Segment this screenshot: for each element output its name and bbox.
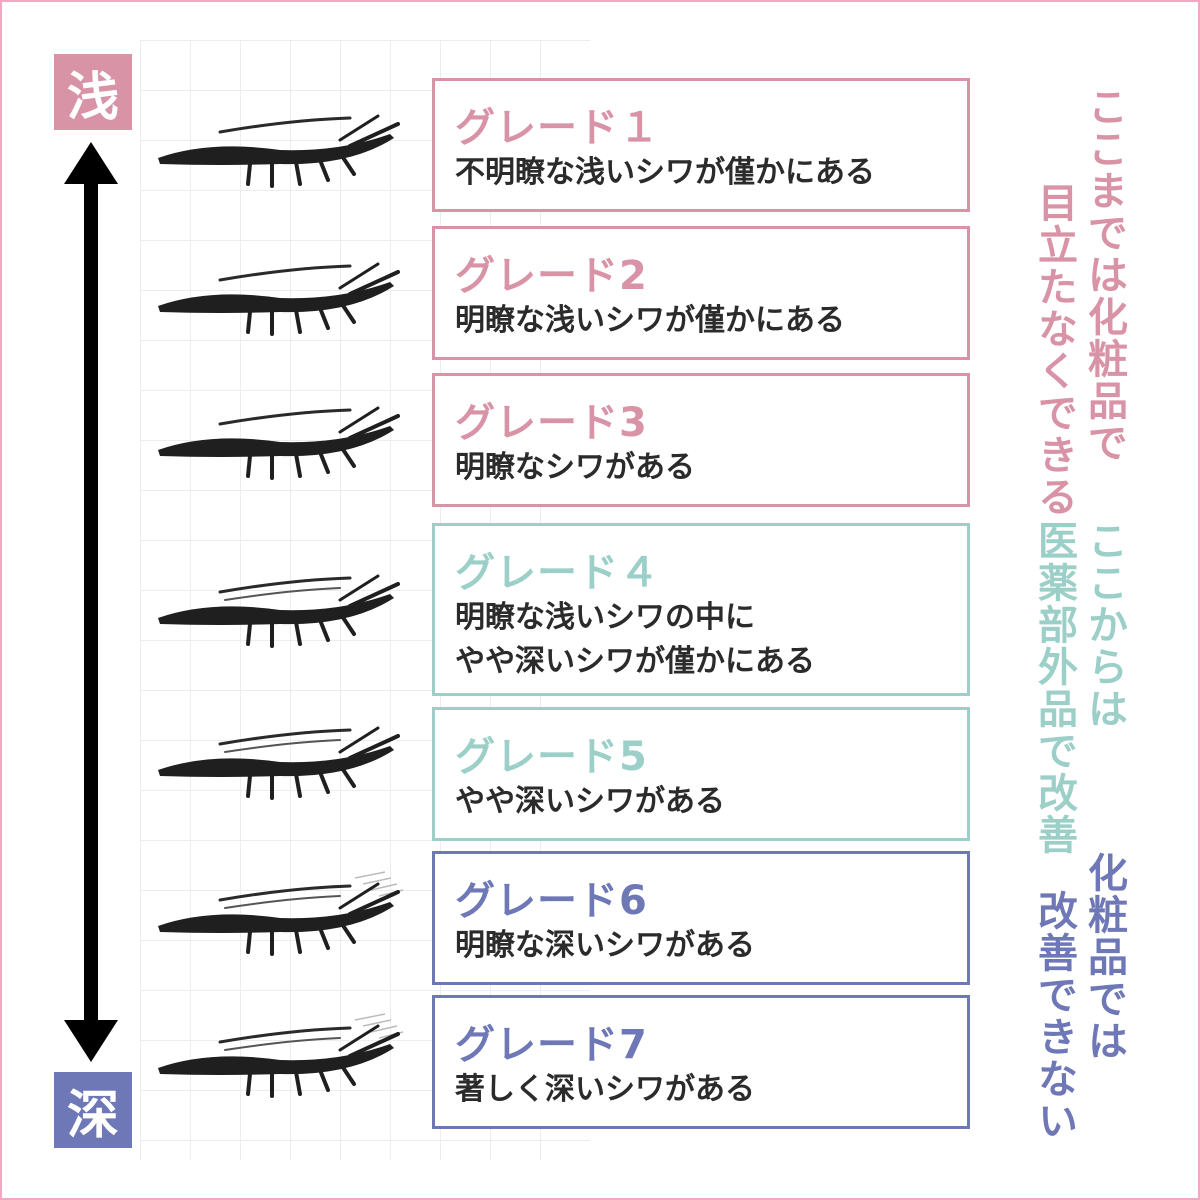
grade-card-6: グレード6 明瞭な深いシワがある [432, 851, 970, 985]
grade-description: 明瞭な浅いシワが僅かにある [455, 303, 845, 338]
note-notcosmetic-line2: 改善できない [1031, 890, 1077, 1142]
grade-title: グレード４ [455, 550, 660, 596]
note-quasidrug-line2: 医薬部外品で改善 [1031, 520, 1077, 856]
closed-eye-icon [158, 262, 400, 336]
closed-eye-icon [158, 1013, 404, 1098]
closed-eye-icon [158, 406, 400, 480]
grade-description: 明瞭な浅いシワの中に やや深いシワが僅かにある [455, 600, 815, 679]
closed-eye-icon [158, 114, 400, 188]
shallow-label: 浅 [54, 54, 132, 130]
grade-title: グレード2 [455, 253, 648, 299]
grade-title: グレード7 [455, 1022, 648, 1068]
grade-title: グレード１ [455, 105, 660, 151]
grade-description: やや深いシワがある [455, 784, 725, 819]
closed-eye-icon [158, 871, 404, 956]
grade-description: 明瞭なシワがある [455, 450, 695, 485]
note-cosmetic-line1: ここまでは化粧品で [1081, 86, 1127, 464]
grade-card-7: グレード7 著しく深いシワがある [432, 995, 970, 1129]
closed-eye-icon [158, 726, 400, 800]
grade-description: 不明瞭な浅いシワが僅かにある [455, 155, 875, 190]
closed-eye-icon [158, 574, 400, 648]
grade-description: 著しく深いシワがある [455, 1072, 755, 1107]
note-notcosmetic-line1: 化粧品では [1081, 852, 1127, 1062]
note-cosmetic-line2: 目立たなくできる [1031, 182, 1077, 518]
grade-card-3: グレード3 明瞭なシワがある [432, 373, 970, 507]
grade-card-5: グレード5 やや深いシワがある [432, 707, 970, 841]
grade-title: グレード3 [455, 400, 648, 446]
note-quasidrug-line1: ここからは [1081, 520, 1127, 730]
grade-title: グレード6 [455, 878, 648, 924]
deep-label: 深 [54, 1072, 132, 1148]
grade-title: グレード5 [455, 734, 648, 780]
grade-card-1: グレード１ 不明瞭な浅いシワが僅かにある [432, 78, 970, 212]
depth-double-arrow-icon [64, 142, 118, 1062]
grade-description: 明瞭な深いシワがある [455, 928, 755, 963]
grade-card-2: グレード2 明瞭な浅いシワが僅かにある [432, 226, 970, 360]
